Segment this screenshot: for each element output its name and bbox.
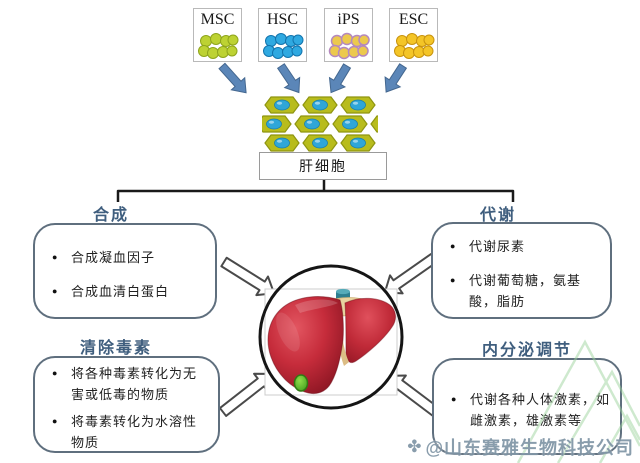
arrow-msc-to-hepatocyte xyxy=(218,62,247,94)
esc-cells-icon xyxy=(393,33,434,59)
liver-left-lobe xyxy=(267,296,344,395)
hepatocyte-cluster-icon xyxy=(262,96,378,152)
arrow-synthesis-to-liver xyxy=(220,256,276,297)
arrow-detox-to-liver xyxy=(218,372,273,417)
msc-cells-icon xyxy=(197,33,238,59)
liver-falciform-ligament xyxy=(337,310,349,366)
detox-box: 将各种毒素转化为无害或低毒的物质 将毒素转化为水溶性物质 xyxy=(33,356,220,453)
metabolism-box: 代谢尿素 代谢葡萄糖，氨基酸，脂肪 xyxy=(431,222,612,319)
list-item: 将毒素转化为水溶性物质 xyxy=(49,411,208,453)
liver-circle-outline xyxy=(258,264,404,410)
liver-vessel xyxy=(336,288,350,303)
list-item: 代谢尿素 xyxy=(447,236,600,257)
list-item: 代谢各种人体激素，如雌激素，雄激素等 xyxy=(448,389,610,431)
list-item: 将各种毒素转化为无害或低毒的物质 xyxy=(49,363,208,405)
liver-shine xyxy=(276,312,300,352)
hepatocyte-label: 肝细胞 xyxy=(299,158,347,174)
company-watermark: ✤ @山东赛雅生物科技公司 xyxy=(407,434,634,460)
title-synthesis: 合成 xyxy=(92,207,130,224)
company-watermark-text: @山东赛雅生物科技公司 xyxy=(425,438,634,458)
title-endocrine: 内分泌调节 xyxy=(481,342,573,359)
company-logo-icon: ✤ xyxy=(407,437,423,456)
stem-cell-box-esc: ESC xyxy=(389,8,438,62)
arrow-ips-to-hepatocyte xyxy=(328,63,352,94)
liver-illustration xyxy=(258,264,404,410)
synthesis-box: 合成凝血因子 合成血清白蛋白 xyxy=(33,223,217,319)
function-to-liver-arrows xyxy=(218,252,441,417)
liver-right-lobe xyxy=(344,297,396,364)
ips-cells-icon xyxy=(328,32,370,60)
stem-cell-box-ips: iPS xyxy=(324,8,373,62)
liver-highlight xyxy=(295,299,338,313)
gallbladder xyxy=(293,374,309,392)
ips-label: iPS xyxy=(337,11,360,28)
hepatocyte-branch-connector xyxy=(116,180,515,202)
list-item: 合成血清白蛋白 xyxy=(49,281,205,302)
list-item: 合成凝血因子 xyxy=(49,247,205,268)
hepatocyte-label-box: 肝细胞 xyxy=(259,152,387,180)
stem-cell-box-msc: MSC xyxy=(193,8,242,62)
hsc-label: HSC xyxy=(266,11,299,28)
esc-label: ESC xyxy=(398,11,429,28)
stem-to-hepatocyte-arrows xyxy=(218,62,408,94)
list-item: 代谢葡萄糖，氨基酸，脂肪 xyxy=(447,270,600,312)
hsc-cells-icon xyxy=(262,33,303,59)
arrow-hsc-to-hepatocyte xyxy=(276,63,301,94)
msc-label: MSC xyxy=(200,11,235,28)
liver-image-frame xyxy=(264,288,398,396)
title-metabolism: 代谢 xyxy=(479,207,517,224)
liver-ligament-band xyxy=(317,297,369,317)
title-detox: 清除毒素 xyxy=(79,340,153,357)
arrow-esc-to-hepatocyte xyxy=(384,63,408,93)
stem-cell-box-hsc: HSC xyxy=(258,8,307,62)
